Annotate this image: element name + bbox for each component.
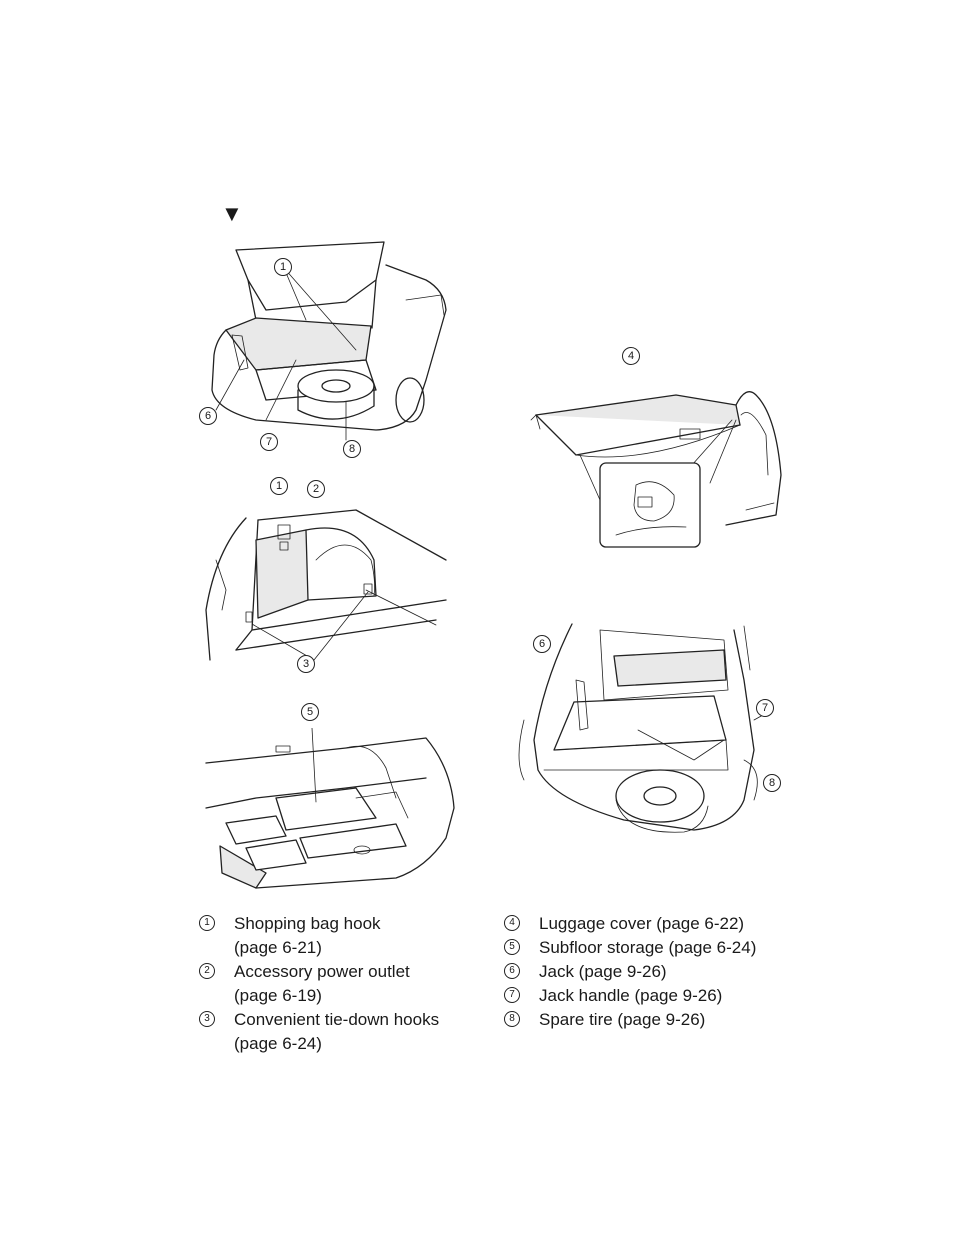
legend-label: Jack handle (page 9-26) xyxy=(539,986,723,1005)
legend-item-2: 2 Accessory power outlet (page 6-19) xyxy=(199,960,469,1008)
legend-number: 4 xyxy=(504,915,520,931)
legend-number: 2 xyxy=(199,963,215,979)
section-marker: ▼ xyxy=(221,201,243,226)
legend-item-4: 4 Luggage cover (page 6-22) xyxy=(504,912,804,936)
subfloor-storage-illustration xyxy=(196,728,460,893)
legend-label: Spare tire (page 9-26) xyxy=(539,1010,706,1029)
legend-number: 3 xyxy=(199,1011,215,1027)
legend-number: 8 xyxy=(504,1011,520,1027)
legend-item-7: 7 Jack handle (page 9-26) xyxy=(504,984,804,1008)
callout-cargo-1: 1 xyxy=(270,477,288,495)
legend-number: 1 xyxy=(199,915,215,931)
sedan-trunk-illustration xyxy=(196,240,460,460)
wagon-luggage-cover-illustration xyxy=(526,375,786,550)
legend-item-3: 3 Convenient tie-down hooks (page 6-24) xyxy=(199,1008,469,1056)
callout-sedan-1: 1 xyxy=(274,258,292,276)
legend-item-1: 1 Shopping bag hook (page 6-21) xyxy=(199,912,469,960)
callout-cover-4: 4 xyxy=(622,347,640,365)
callout-cargo-2: 2 xyxy=(307,480,325,498)
callout-wagon-8: 8 xyxy=(763,774,781,792)
legend-label: Shopping bag hook xyxy=(234,914,381,933)
callout-wagon-6: 6 xyxy=(533,635,551,653)
wagon-open-cargo-illustration xyxy=(514,620,772,842)
legend-number: 6 xyxy=(504,963,520,979)
legend-left: 1 Shopping bag hook (page 6-21) 2 Access… xyxy=(199,912,469,1056)
legend-page-ref: (page 6-21) xyxy=(234,938,322,957)
callout-sedan-7: 7 xyxy=(260,433,278,451)
callout-subfloor-5: 5 xyxy=(301,703,319,721)
legend-label: Subfloor storage (page 6-24) xyxy=(539,938,757,957)
callout-wagon-7: 7 xyxy=(756,699,774,717)
legend-item-5: 5 Subfloor storage (page 6-24) xyxy=(504,936,804,960)
callout-sedan-8: 8 xyxy=(343,440,361,458)
legend-number: 5 xyxy=(504,939,520,955)
legend-number: 7 xyxy=(504,987,520,1003)
legend-page-ref: (page 6-24) xyxy=(234,1034,322,1053)
legend-label: Convenient tie-down hooks xyxy=(234,1010,440,1029)
legend-item-8: 8 Spare tire (page 9-26) xyxy=(504,1008,804,1032)
legend-label: Accessory power outlet xyxy=(234,962,410,981)
legend-label: Jack (page 9-26) xyxy=(539,962,667,981)
legend-item-6: 6 Jack (page 9-26) xyxy=(504,960,804,984)
callout-cargo-3: 3 xyxy=(297,655,315,673)
legend-page-ref: (page 6-19) xyxy=(234,986,322,1005)
legend-label: Luggage cover (page 6-22) xyxy=(539,914,745,933)
cargo-side-illustration xyxy=(196,500,460,670)
callout-sedan-6: 6 xyxy=(199,407,217,425)
legend-right: 4 Luggage cover (page 6-22) 5 Subfloor s… xyxy=(504,912,804,1032)
